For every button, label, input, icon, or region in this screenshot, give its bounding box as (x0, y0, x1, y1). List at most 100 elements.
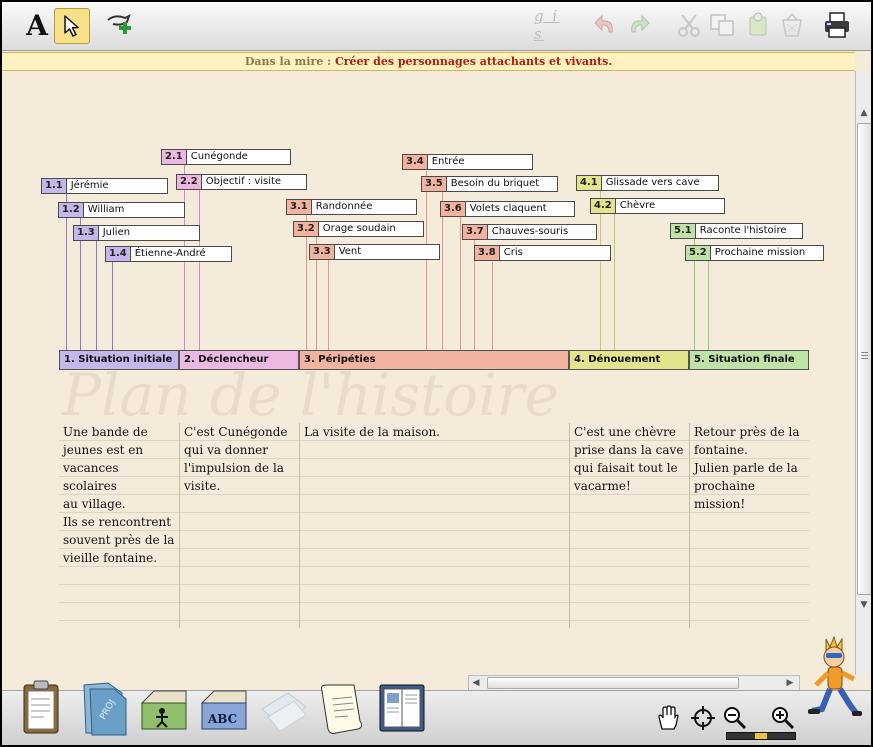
story-tag[interactable]: 3.1 Randonnée (286, 199, 417, 215)
story-tag[interactable]: 4.1 Glissade vers cave (576, 175, 719, 191)
story-tag[interactable]: 3.5 Besoin du briquet (421, 176, 558, 192)
tag-label: Orage soudain (322, 223, 396, 234)
bottom-toolbar: PROJ ABC (2, 635, 871, 745)
paste-button[interactable] (742, 7, 774, 43)
horizontal-scrollbar[interactable]: ◀ ▶ (468, 675, 800, 691)
character-cards-button[interactable] (138, 681, 190, 737)
print-button[interactable] (820, 7, 854, 43)
tag-number: 2.2 (177, 175, 202, 189)
story-tag[interactable]: 5.1 Raconte l'histoire (670, 223, 803, 239)
mascot-button[interactable] (806, 633, 862, 737)
tag-label: Cunégonde (190, 151, 248, 162)
gis-button[interactable]: g i s (534, 7, 560, 43)
redo-button[interactable] (624, 7, 654, 43)
phase-peripeties[interactable]: 3. Péripéties (299, 350, 569, 370)
tag-label: Prochaine mission (714, 247, 806, 258)
tag-number: 3.2 (294, 222, 319, 236)
tag-number: 2.1 (162, 150, 187, 164)
undo-button[interactable] (590, 7, 620, 43)
scroll-left-arrow[interactable]: ◀ (472, 678, 480, 688)
zoom-slider[interactable] (726, 732, 796, 740)
connector-line (694, 239, 695, 350)
story-tag[interactable]: 1.3 Julien (73, 225, 200, 241)
objective-banner: Dans la mire : Créer des personnages att… (2, 52, 855, 71)
vertical-scroll-thumb[interactable] (857, 123, 871, 595)
undo-icon (594, 14, 613, 33)
trash-button[interactable] (776, 7, 808, 43)
notes-denouement[interactable]: C'est une chèvre prise dans la cave qui … (570, 423, 689, 628)
connector-line (306, 215, 307, 350)
cut-button[interactable] (674, 7, 704, 43)
pointer-tool-button[interactable] (54, 8, 90, 44)
column-divider (569, 423, 570, 628)
watermark-title: Plan de l'histoire (62, 361, 559, 429)
target-button[interactable] (690, 705, 716, 735)
pointer-icon (64, 15, 79, 37)
story-tag[interactable]: 2.2 Objectif : visite (176, 174, 307, 190)
clipboard-button[interactable] (20, 679, 64, 741)
story-tag[interactable]: 5.2 Prochaine mission (685, 245, 824, 261)
tag-number: 3.7 (463, 225, 488, 239)
scroll-down-arrow[interactable]: ▼ (860, 600, 868, 610)
tag-number: 3.1 (287, 200, 312, 214)
tag-number: 1.2 (59, 203, 84, 217)
connector-line (328, 260, 329, 350)
story-tag[interactable]: 1.2 William (58, 202, 185, 218)
scroll-button[interactable] (318, 679, 366, 741)
story-tag[interactable]: 2.1 Cunégonde (161, 149, 291, 165)
tag-label: Volets claquent (469, 203, 547, 214)
connector-line (316, 237, 317, 350)
cut-icon (678, 14, 700, 37)
tag-number: 3.4 (403, 155, 428, 169)
connector-line (614, 214, 615, 350)
phase-situation-finale[interactable]: 5. Situation finale (689, 350, 809, 370)
zoom-slider-thumb[interactable] (755, 733, 767, 739)
clipboard-icon (23, 680, 59, 734)
copy-icon (710, 14, 734, 36)
stamps-button[interactable] (258, 685, 310, 737)
phase-denouement[interactable]: 4. Dénouement (569, 350, 689, 370)
book-button[interactable] (376, 681, 430, 739)
zoom-out-icon (724, 707, 747, 730)
add-link-button[interactable] (100, 7, 140, 43)
text-tool-button[interactable]: A (26, 8, 48, 42)
story-tag[interactable]: 1.1 Jérémie (41, 178, 168, 194)
zoom-in-button[interactable] (770, 705, 796, 735)
tag-label: Objectif : visite (205, 176, 282, 187)
story-tag[interactable]: 3.3 Vent (309, 244, 440, 260)
connector-line (199, 190, 200, 350)
connector-line (426, 171, 427, 350)
story-tag[interactable]: 3.7 Chauves-souris (462, 224, 597, 240)
scroll-right-arrow[interactable]: ▶ (786, 678, 794, 688)
story-tag[interactable]: 1.4 Étienne-André (105, 246, 232, 262)
notes-situation-finale[interactable]: Retour près de la fontaine. Julien parle… (690, 423, 809, 628)
folders-button[interactable]: PROJ (78, 679, 130, 741)
paste-icon (749, 12, 767, 36)
notes-situation-initiale[interactable]: Une bande de jeunes est en vacances scol… (59, 423, 179, 628)
phase-declencheur[interactable]: 2. Déclencheur (179, 350, 299, 370)
story-tag[interactable]: 4.2 Chèvre (590, 198, 725, 214)
scroll-up-arrow[interactable]: ▲ (860, 108, 868, 118)
connector-line (66, 194, 67, 350)
notes-peripeties[interactable]: La visite de la maison. (300, 423, 569, 628)
story-tag[interactable]: 3.4 Entrée (402, 154, 533, 170)
tag-number: 1.3 (74, 226, 99, 240)
phase-situation-initiale[interactable]: 1. Situation initiale (59, 350, 179, 370)
copy-button[interactable] (706, 7, 738, 43)
story-plan-canvas[interactable]: Plan de l'histoire 1.1 Jérémie 1.2 Willi… (2, 71, 855, 675)
horizontal-scroll-thumb[interactable] (487, 677, 739, 689)
story-tag[interactable]: 3.2 Orage soudain (293, 221, 424, 237)
zoom-out-button[interactable] (722, 705, 748, 735)
hand-tool-icon (658, 705, 679, 730)
vertical-scrollbar[interactable]: ▲ ▼ (855, 71, 871, 675)
notes-declencheur[interactable]: C'est Cunégonde qui va donner l'impulsio… (180, 423, 299, 628)
tag-label: Jérémie (70, 180, 109, 191)
abc-cards-button[interactable]: ABC (198, 681, 250, 737)
story-tag[interactable]: 3.8 Cris (474, 245, 611, 261)
hand-tool-button[interactable] (656, 705, 680, 735)
story-tag[interactable]: 3.6 Volets claquent (440, 201, 575, 217)
tag-number: 3.6 (441, 202, 466, 216)
redo-icon (631, 14, 650, 33)
add-link-icon (107, 14, 131, 34)
